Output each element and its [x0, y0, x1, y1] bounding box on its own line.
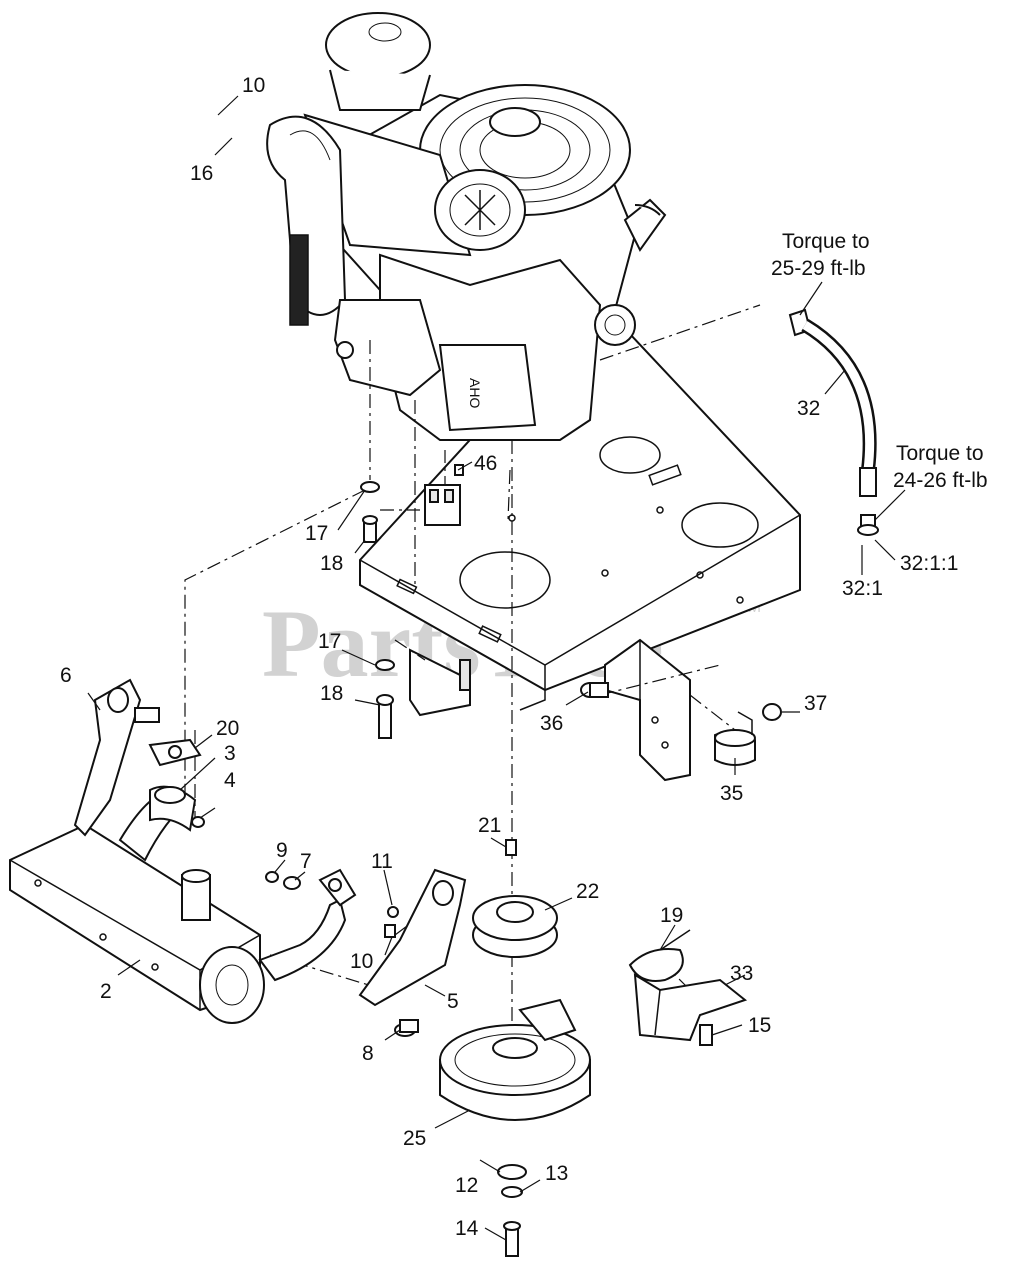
callout-8: 8	[362, 1042, 374, 1065]
callout-12: 12	[455, 1174, 478, 1197]
fuel-hose	[788, 308, 879, 536]
callout-32-1: 32:1	[842, 577, 883, 600]
callout-18-bottom: 18	[320, 682, 343, 705]
callout-19: 19	[660, 904, 683, 927]
torque-note-upper: Torque to 25-29 ft-lb	[771, 230, 870, 280]
callout-32-1-1: 32:1:1	[900, 552, 958, 575]
key	[505, 839, 517, 856]
callout-37: 37	[804, 692, 827, 715]
callout-18-top: 18	[320, 552, 343, 575]
muffler-bracket-6	[73, 678, 160, 837]
washers-9-7	[265, 871, 301, 890]
engine: AHO	[266, 12, 667, 441]
fasteners-lower	[375, 659, 395, 739]
svg-text:25-29 ft-lb: 25-29 ft-lb	[771, 257, 866, 280]
callout-3: 3	[224, 742, 236, 765]
engine-label: AHO	[467, 378, 483, 408]
muffler	[9, 785, 347, 1024]
clutch	[439, 998, 591, 1121]
callout-14: 14	[455, 1217, 479, 1240]
callout-4: 4	[224, 769, 236, 792]
callout-33: 33	[730, 962, 753, 985]
clamp	[580, 682, 782, 766]
callout-22: 22	[576, 880, 599, 903]
solenoid	[424, 464, 464, 526]
callout-6: 6	[60, 664, 72, 687]
callout-25: 25	[403, 1127, 426, 1150]
pulley	[472, 895, 558, 958]
chassis-bracket	[604, 638, 691, 782]
callout-16: 16	[190, 162, 213, 185]
torque-note-lower: Torque to 24-26 ft-lb	[893, 442, 988, 492]
callout-15: 15	[748, 1014, 771, 1037]
callout-9: 9	[276, 839, 288, 862]
svg-text:Torque to: Torque to	[896, 442, 984, 465]
callout-17-top: 17	[305, 522, 328, 545]
callout-36: 36	[540, 712, 563, 735]
gasket	[148, 738, 202, 767]
callout-7: 7	[300, 850, 312, 873]
callout-17-bottom: 17	[318, 630, 341, 653]
svg-text:Torque to: Torque to	[782, 230, 870, 253]
callout-2: 2	[100, 980, 112, 1003]
callout-10-top: 10	[242, 74, 265, 97]
fasteners-upper	[360, 481, 380, 543]
bracket-5	[358, 868, 467, 1037]
callout-13: 13	[545, 1162, 568, 1185]
clutch-fasteners	[497, 1164, 527, 1257]
callout-32: 32	[797, 397, 820, 420]
cable-bracket	[628, 929, 748, 1046]
chassis-plate	[359, 298, 801, 717]
callout-10-bottom: 10	[350, 950, 373, 973]
callouts: 10 16 32 46 17 18 32:1:1 32:1 17 18 6 20…	[60, 74, 958, 1240]
callout-11: 11	[371, 850, 393, 873]
leader-lines	[87, 95, 906, 1241]
svg-text:24-26 ft-lb: 24-26 ft-lb	[893, 469, 988, 492]
callout-5: 5	[447, 990, 459, 1013]
callout-35: 35	[720, 782, 743, 805]
callout-20: 20	[216, 717, 239, 740]
callout-46: 46	[474, 452, 497, 475]
callout-21: 21	[478, 814, 501, 837]
exhaust-flange	[318, 868, 357, 907]
flange-and-nut	[154, 786, 205, 828]
